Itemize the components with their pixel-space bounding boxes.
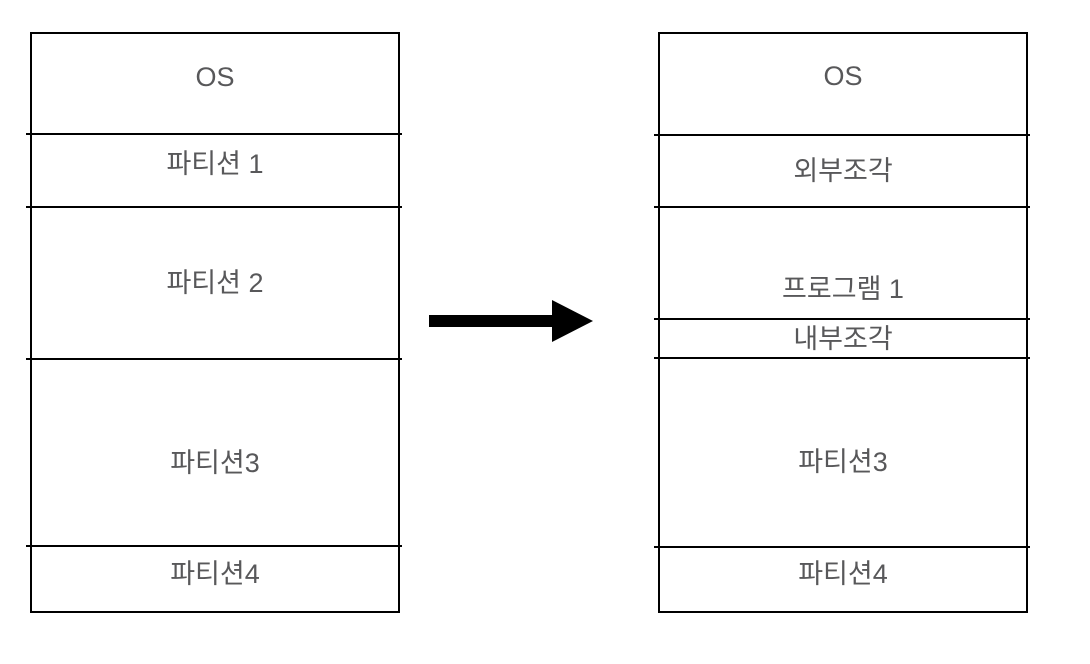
memory-cell-partition-3: 파티션3 xyxy=(26,360,402,547)
memory-cell-os: OS xyxy=(654,34,1030,136)
memory-cell-os: OS xyxy=(26,34,402,135)
memory-cell-partition-4: 파티션4 xyxy=(32,547,398,611)
memory-cell-internal-fragment: 내부조각 xyxy=(654,320,1030,359)
memory-cell-label: OS xyxy=(195,61,235,92)
memory-cell-partition-3: 파티션3 xyxy=(654,359,1030,548)
right-arrow-icon xyxy=(429,300,593,342)
memory-cell-external-fragment: 외부조각 xyxy=(654,136,1030,208)
memory-cell-label: 파티션3 xyxy=(798,446,888,477)
memory-cell-label: 내부조각 xyxy=(793,323,893,354)
memory-cell-label: 프로그램 1 xyxy=(782,274,904,305)
memory-cell-partition-2: 파티션 2 xyxy=(26,208,402,360)
memory-stack-before: OS 파티션 1 파티션 2 파티션3 파티션4 xyxy=(26,32,402,613)
memory-cell-program-1: 프로그램 1 xyxy=(654,208,1030,320)
memory-cell-label: 파티션 1 xyxy=(166,148,264,179)
memory-cell-partition-1: 파티션 1 xyxy=(26,135,402,208)
memory-cell-label: 파티션3 xyxy=(170,447,260,478)
memory-cell-label: 파티션4 xyxy=(170,559,260,590)
memory-cell-label: 외부조각 xyxy=(793,156,893,187)
memory-cell-label: 파티션 2 xyxy=(166,268,264,299)
memory-stack-after: OS 외부조각 프로그램 1 내부조각 파티션3 파티션4 xyxy=(654,32,1030,613)
memory-cell-label: OS xyxy=(823,61,863,92)
memory-cell-partition-4: 파티션4 xyxy=(660,548,1026,611)
memory-cell-label: 파티션4 xyxy=(798,558,888,589)
